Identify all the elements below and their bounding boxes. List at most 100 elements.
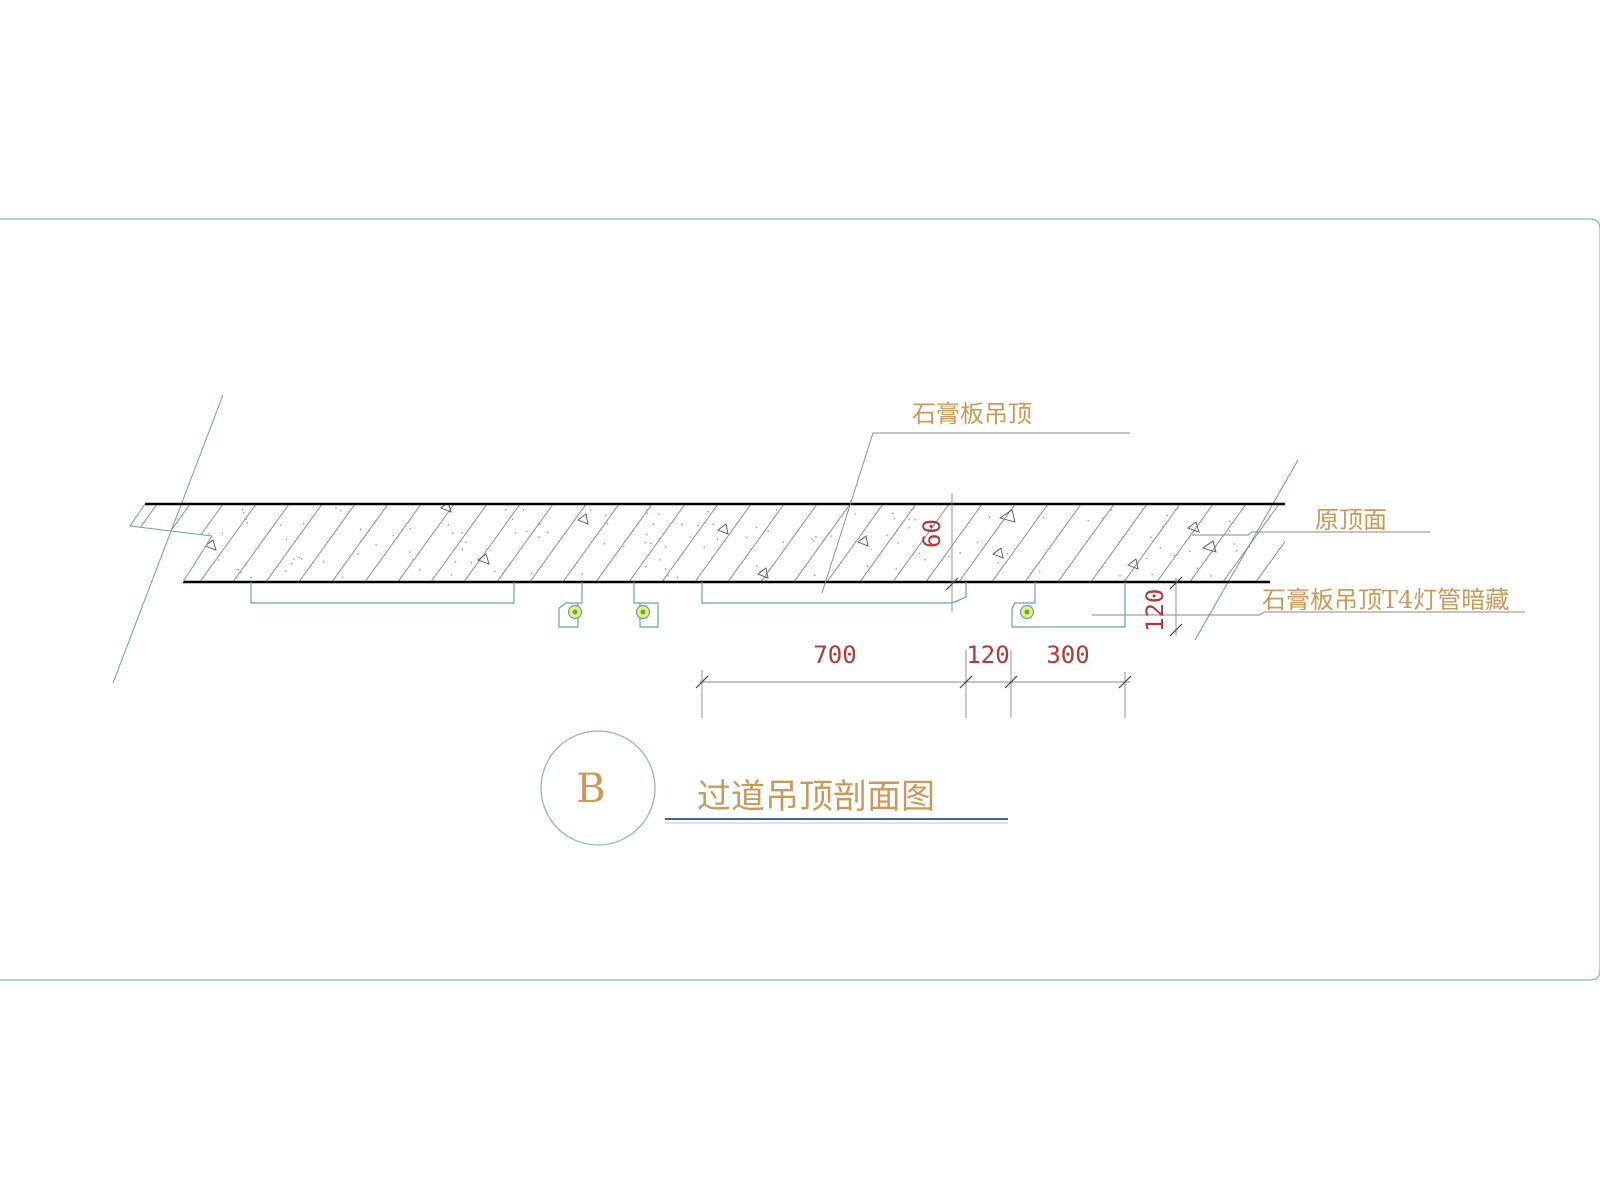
aggregate-dot [606, 522, 609, 525]
hatch-line [724, 504, 788, 582]
aggregate-dot [676, 576, 679, 579]
aggregate-dot [815, 536, 817, 538]
hatch-line [1186, 504, 1250, 582]
aggregate-dot [238, 568, 240, 571]
aggregate-dot [539, 523, 541, 525]
aggregate-dot [924, 558, 926, 561]
aggregate-dot [1162, 525, 1164, 528]
aggregate-dot [526, 530, 528, 533]
aggregate-dot [659, 558, 661, 561]
hatch-line [691, 504, 755, 582]
hatch-line [229, 504, 293, 582]
aggregate-dot [1228, 529, 1231, 532]
aggregate-dot [645, 533, 648, 536]
aggregate-dot [470, 561, 473, 564]
aggregate-dot [221, 532, 224, 534]
aggregate-dot [452, 532, 454, 534]
aggregate-dot [465, 541, 467, 543]
aggregate-dot [538, 536, 540, 538]
hatch-line [889, 504, 953, 582]
aggregate-dot [511, 518, 514, 520]
aggregate-dot [348, 510, 350, 513]
aggregate-dot [1042, 516, 1045, 519]
hatch-line [1252, 504, 1285, 582]
aggregate-dot [622, 545, 625, 548]
aggregate-dot [461, 531, 463, 534]
svg-text:120: 120 [1141, 589, 1169, 632]
hatch-line [658, 504, 722, 582]
light-trough-right [1011, 582, 1126, 628]
aggregate-dot [461, 548, 464, 550]
aggregate-dot [359, 528, 362, 531]
dim-chain-horizontal [695, 650, 1132, 718]
ceiling-panel-middle [701, 582, 967, 604]
aggregate-dot [914, 519, 916, 521]
hatch-line [460, 504, 524, 582]
aggregate-dot [650, 542, 652, 545]
aggregate-dot [658, 513, 660, 516]
aggregate-dot [392, 534, 394, 537]
aggregate-dot [689, 536, 691, 538]
aggregate-dot [605, 514, 607, 517]
hatch-line [1120, 504, 1184, 582]
light-tube-icon [1019, 604, 1035, 620]
aggregate-dot [1151, 573, 1153, 576]
aggregate-dot [530, 572, 533, 574]
aggregate-dot [1056, 536, 1058, 538]
hatch-line [526, 504, 590, 582]
hatch-line [163, 504, 227, 582]
left-break-line [112, 394, 224, 684]
aggregate-dot [1159, 547, 1162, 549]
aggregate-dot [581, 573, 583, 575]
aggregate-dot [756, 565, 758, 567]
aggregate-dot [908, 526, 910, 529]
drawing-title: 过道吊顶剖面图 [697, 777, 935, 817]
hatch-line [328, 504, 392, 582]
aggregate-dot [811, 538, 813, 540]
section-mark-circle [540, 730, 656, 846]
concrete-slab-hatch [130, 504, 1285, 582]
dim-drop-height: 120 [1141, 576, 1183, 637]
aggregate-dot [176, 518, 179, 520]
aggregate-dot [203, 536, 205, 538]
aggregate-dot [236, 568, 238, 571]
aggregate-dot [1189, 550, 1191, 553]
aggregate-dot [1235, 549, 1238, 552]
dim-label-120: 120 [966, 641, 1009, 669]
ceiling-panel-left [250, 582, 515, 604]
aggregate-dot [948, 556, 950, 558]
aggregate-dot [895, 568, 897, 570]
aggregate-dot [1233, 543, 1235, 545]
aggregate-dot [1110, 509, 1113, 511]
aggregate-dot [375, 544, 377, 546]
aggregate-dot [603, 542, 606, 545]
aggregate-dot [892, 512, 894, 515]
hatch-line [592, 504, 656, 582]
aggregate-dot [782, 541, 785, 543]
hatch-line [130, 504, 161, 582]
aggregate-dot [285, 570, 287, 572]
aggregate-dot [188, 534, 191, 536]
aggregate-dot [976, 541, 979, 544]
aggregate-dot [716, 538, 719, 540]
aggregate-dot [813, 540, 815, 542]
aggregate-dot [505, 508, 507, 511]
hatch-line [427, 504, 491, 582]
hatch-line [559, 504, 623, 582]
aggregate-dot [302, 522, 305, 525]
right-break-line [1194, 459, 1299, 641]
aggregate-dot [644, 541, 646, 544]
section-mark-letter: B [576, 766, 605, 812]
dim-label-700: 700 [813, 641, 856, 669]
hatch-line [856, 504, 920, 582]
hatch-line [394, 504, 458, 582]
aggregate-dot [703, 546, 705, 549]
hatch-line [955, 504, 1019, 582]
aggregate-dot [279, 524, 282, 526]
aggregate-dot [866, 565, 869, 567]
hatch-line [130, 504, 194, 582]
aggregate-dot [298, 556, 300, 559]
aggregate-dot [1173, 554, 1175, 557]
aggregate-dot [658, 538, 661, 540]
